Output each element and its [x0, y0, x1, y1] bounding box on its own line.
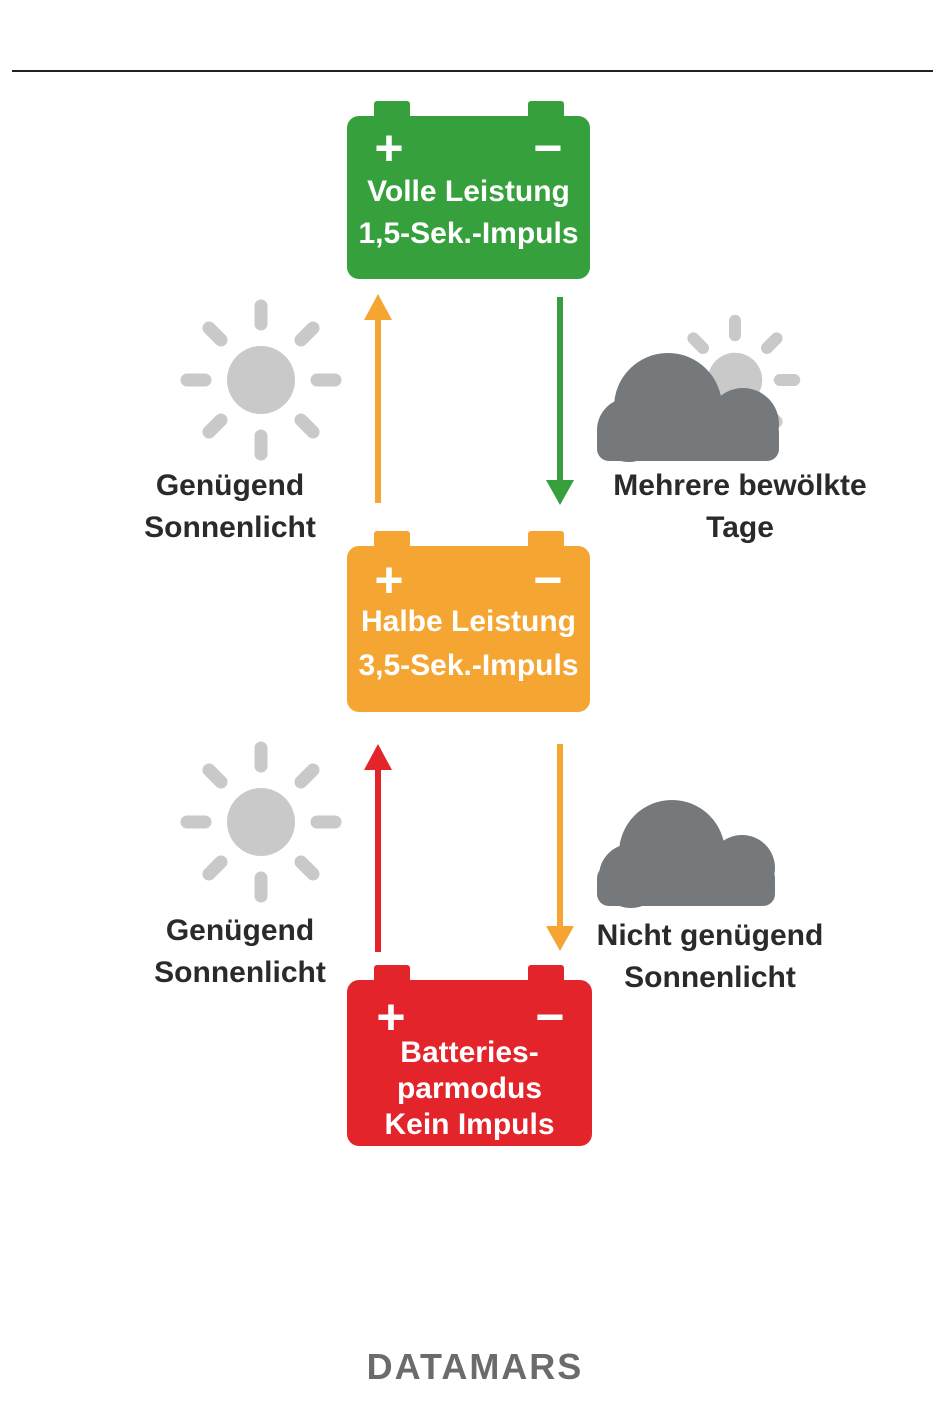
sun-icon [187, 306, 335, 454]
half-power-label: Halbe Leistung [347, 602, 590, 642]
arrow-full-to-half [546, 297, 574, 505]
saving-mode-label-2: parmodus [347, 1071, 592, 1107]
condition-several-cloudy-days: Mehrere bewölkte Tage [590, 465, 890, 549]
condition-insufficient-sunlight: Nicht genügend Sonnenlicht [585, 915, 835, 999]
minus-sign: − [523, 550, 573, 610]
saving-mode-pulse: Kein Impuls [347, 1107, 592, 1143]
condition-line: Genügend [130, 465, 330, 507]
sun-icon [187, 748, 335, 896]
condition-sufficient-sunlight-upper: Genügend Sonnenlicht [130, 465, 330, 549]
condition-line: Genügend [140, 910, 340, 952]
full-power-pulse: 1,5-Sek.-Impuls [347, 214, 590, 254]
plus-sign: + [366, 118, 412, 178]
arrow-half-to-full [364, 294, 392, 503]
condition-line: Sonnenlicht [585, 957, 835, 999]
cloud-sun-icon [597, 321, 794, 462]
saving-mode-label-1: Batteries- [347, 1035, 592, 1071]
arrow-saving-to-half [364, 744, 392, 952]
condition-line: Sonnenlicht [140, 952, 340, 994]
condition-line: Mehrere bewölkte [590, 465, 890, 507]
cloud-icon [597, 800, 775, 908]
half-power-pulse: 3,5-Sek.-Impuls [347, 646, 590, 686]
condition-line: Nicht genügend [585, 915, 835, 957]
full-power-label: Volle Leistung [347, 172, 590, 212]
plus-sign: + [366, 550, 412, 610]
datamars-logo: DATAMARS [0, 1346, 950, 1388]
condition-line: Sonnenlicht [130, 507, 330, 549]
condition-sufficient-sunlight-lower: Genügend Sonnenlicht [140, 910, 340, 994]
minus-sign: − [523, 118, 573, 178]
condition-line: Tage [590, 507, 890, 549]
arrow-half-to-saving [546, 744, 574, 951]
